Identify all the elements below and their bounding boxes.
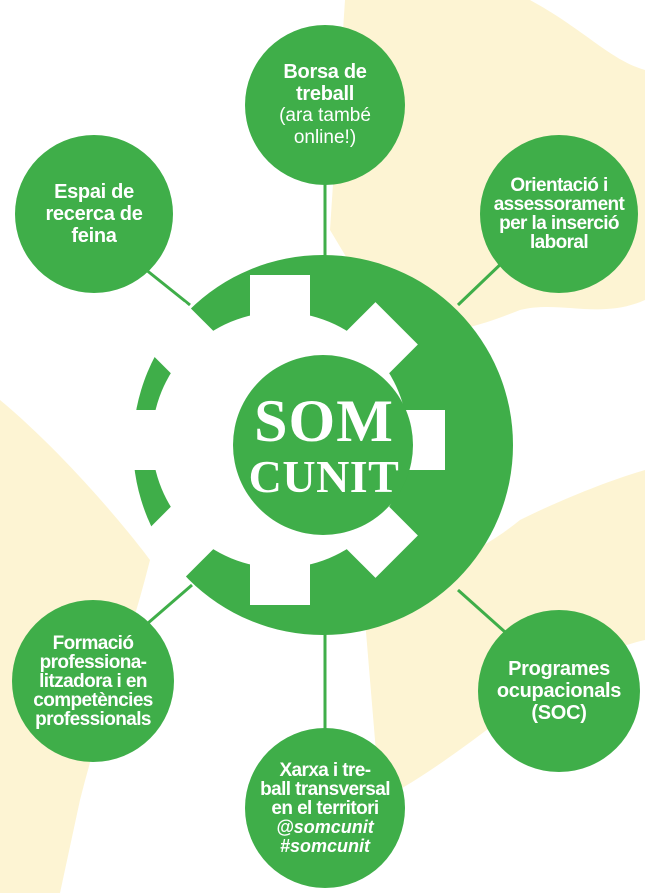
node-borsa-line1: Borsa de (283, 61, 367, 83)
node-formacio-line3: litzadora i en (39, 670, 147, 692)
center-title-line1: SOM (254, 388, 394, 454)
node-xarxa-hashtag: #somcunit (279, 835, 371, 856)
node-programes-line2: ocupacionals (496, 680, 622, 702)
node-programes-line1: Programes (508, 658, 610, 680)
node-programes: Programes ocupacionals (SOC) (478, 610, 640, 772)
node-espai-line1: Espai de (54, 181, 134, 203)
node-programes-line3: (SOC) (531, 702, 587, 724)
node-formacio-line2: professiona- (39, 651, 147, 673)
connector-orientacio (456, 258, 507, 307)
node-formacio-line1: Formació (52, 632, 134, 654)
center-title-line2: CUNIT (248, 451, 400, 502)
node-orientacio: Orientació i assessorament per la inserc… (480, 135, 638, 293)
node-xarxa-line1: Xarxa i tre- (279, 759, 371, 781)
node-xarxa-line3: en el territori (271, 797, 379, 819)
node-xarxa: Xarxa i tre- ball transversal en el terr… (245, 728, 405, 888)
node-borsa-line2: treball (296, 83, 354, 105)
node-orientacio-line4: laboral (529, 232, 589, 253)
node-borsa-de-treball: Borsa de treball (ara també online!) (245, 25, 405, 185)
node-borsa-line3: (ara també (279, 105, 371, 126)
node-espai-line2: recerca de (45, 203, 143, 225)
node-espai-de-recerca: Espai de recerca de feina (15, 135, 173, 293)
gear-hub (233, 355, 413, 535)
node-xarxa-handle: @somcunit (276, 816, 374, 837)
node-borsa-line4: online!) (293, 127, 357, 148)
connector-espai (139, 263, 191, 307)
connector-programes (457, 588, 506, 634)
center-title: SOM CUNIT (219, 390, 429, 502)
node-xarxa-line2: ball transversal (260, 778, 390, 800)
node-formacio-line5: professionals (35, 708, 151, 730)
node-formacio: Formació professiona- litzadora i en com… (12, 600, 174, 762)
node-orientacio-line1: Orientació i (510, 175, 608, 196)
node-formacio-line4: competències (33, 689, 153, 711)
node-orientacio-line2: assessorament (493, 194, 625, 215)
node-espai-line3: feina (71, 225, 117, 247)
node-orientacio-line3: per la inserció (499, 213, 619, 234)
